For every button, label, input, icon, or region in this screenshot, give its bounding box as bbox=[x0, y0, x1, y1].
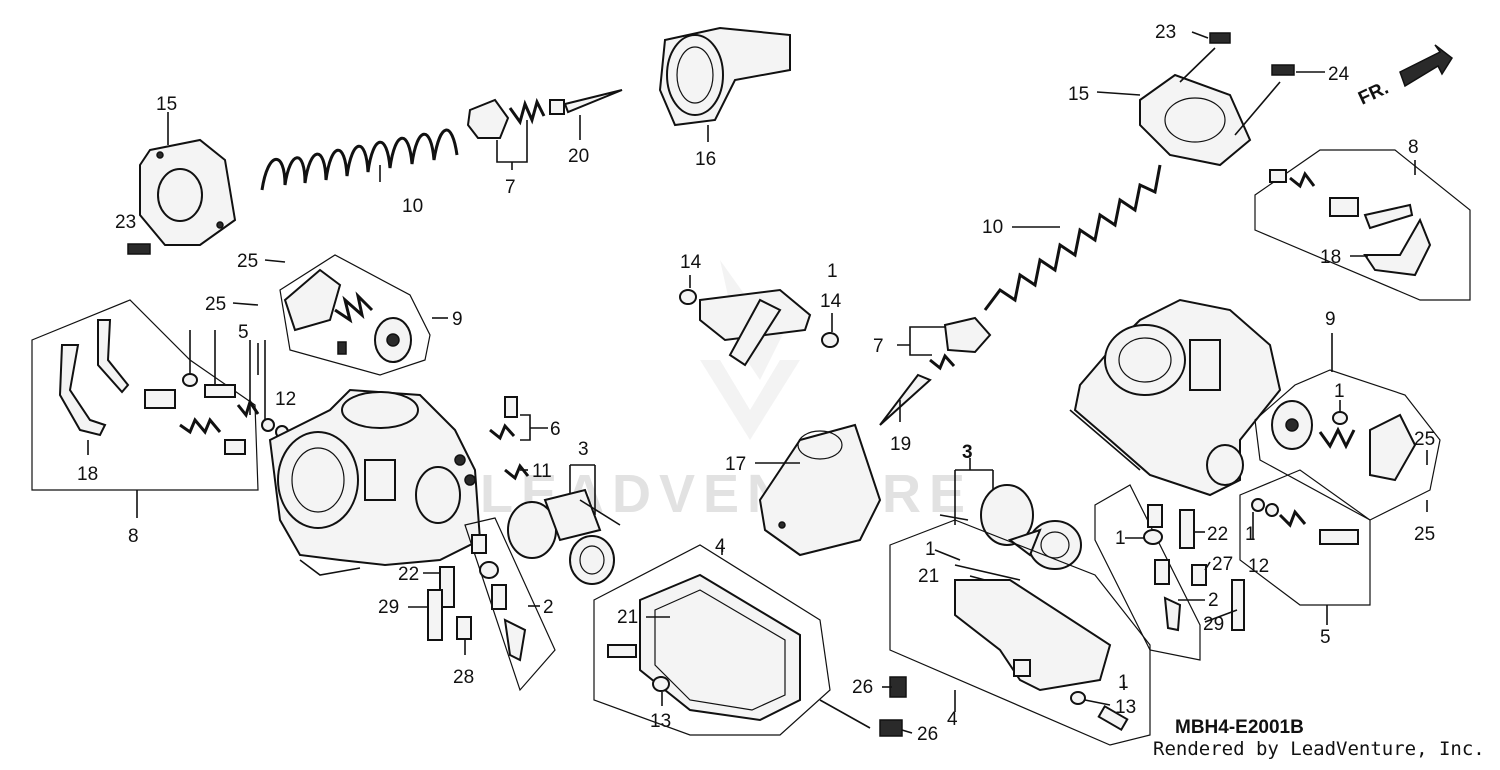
drain-parts-left bbox=[427, 566, 472, 641]
hose-kit-left bbox=[31, 299, 259, 491]
callout: 25 bbox=[1414, 429, 1435, 450]
callout: 5 bbox=[1320, 627, 1331, 648]
float-right bbox=[939, 469, 1082, 570]
callout: 29 bbox=[378, 597, 399, 618]
callout: 19 bbox=[890, 434, 911, 455]
fuel-joint-pipe bbox=[679, 288, 839, 367]
hose-kit-right bbox=[1254, 149, 1471, 301]
callout: 25 bbox=[205, 294, 226, 315]
float-left bbox=[507, 464, 621, 585]
callout: 9 bbox=[1325, 309, 1336, 330]
callout: 14 bbox=[820, 291, 842, 312]
jet-kit-right bbox=[1094, 484, 1201, 661]
callout: 1 bbox=[925, 539, 936, 560]
callout: 22 bbox=[398, 564, 419, 585]
jet-needle-left bbox=[563, 89, 623, 114]
callout: 21 bbox=[918, 566, 939, 587]
callout: 14 bbox=[680, 252, 702, 273]
needle-holder-right bbox=[943, 316, 992, 354]
callout: 15 bbox=[1068, 84, 1089, 105]
spring-right bbox=[983, 164, 1162, 311]
callout: 6 bbox=[550, 419, 561, 440]
callout: 28 bbox=[453, 667, 474, 688]
callout: 1 bbox=[1118, 672, 1129, 693]
float-chamber-left bbox=[593, 544, 831, 736]
callout: 26 bbox=[852, 677, 873, 698]
callout: 22 bbox=[1207, 524, 1228, 545]
credit-line: Rendered by LeadVenture, Inc. bbox=[1153, 738, 1485, 760]
callout: 16 bbox=[695, 149, 716, 170]
callout: 10 bbox=[982, 217, 1003, 238]
callout: 1 bbox=[1115, 528, 1126, 549]
screws-right bbox=[1179, 32, 1295, 136]
drain-parts-right bbox=[1179, 509, 1245, 631]
callout: 1 bbox=[1245, 524, 1256, 545]
callout: 29 bbox=[1203, 614, 1224, 635]
callout: 25 bbox=[237, 251, 258, 272]
callout: 21 bbox=[617, 607, 638, 628]
callout: 1 bbox=[1334, 381, 1345, 402]
float-chamber-right bbox=[889, 519, 1151, 746]
callout: 15 bbox=[156, 94, 177, 115]
callout: 9 bbox=[452, 309, 463, 330]
callout: 5 bbox=[238, 322, 249, 343]
accelerator-pump-left bbox=[279, 254, 431, 376]
callout: 12 bbox=[1248, 556, 1269, 577]
chamber-screws bbox=[819, 676, 907, 737]
carb-top-cover-left bbox=[139, 138, 237, 246]
air-funnel-center bbox=[758, 423, 882, 557]
callout: 26 bbox=[917, 724, 938, 745]
callout: 20 bbox=[568, 146, 589, 167]
callout: 17 bbox=[725, 454, 746, 475]
pilot-screw-left bbox=[182, 330, 289, 439]
callout: 3 bbox=[962, 442, 973, 463]
callout: 10 bbox=[402, 196, 423, 217]
callout: 24 bbox=[1328, 64, 1350, 85]
screw-left bbox=[127, 243, 151, 255]
callout: 23 bbox=[1155, 22, 1176, 43]
callout: 23 bbox=[115, 212, 136, 233]
callout: 8 bbox=[1408, 137, 1419, 158]
callout-labels: 15 23 10 7 20 16 25 25 9 5 12 18 8 6 11 … bbox=[77, 22, 1435, 745]
pilot-screw-right bbox=[1239, 469, 1371, 606]
callout: 12 bbox=[275, 389, 296, 410]
spring-left bbox=[260, 128, 459, 191]
air-funnel-left bbox=[658, 26, 791, 127]
callout: 13 bbox=[1115, 697, 1136, 718]
jet-needle-right bbox=[879, 353, 956, 426]
leader-lines bbox=[87, 31, 1428, 734]
callout: 2 bbox=[1208, 590, 1219, 611]
fr-label: FR. bbox=[1355, 78, 1392, 110]
diagram-code: MBH4-E2001B bbox=[1175, 717, 1304, 738]
float-valve-parts-left bbox=[489, 396, 531, 481]
callout: 27 bbox=[1212, 554, 1233, 575]
accelerator-pump-right bbox=[1254, 369, 1441, 521]
callout: 2 bbox=[543, 597, 554, 618]
callout: 13 bbox=[650, 711, 671, 732]
callout: 7 bbox=[873, 336, 884, 357]
callout: 1 bbox=[827, 261, 838, 282]
callout: 4 bbox=[715, 536, 726, 557]
callout: 7 bbox=[505, 177, 516, 198]
jet-kit-left bbox=[464, 517, 556, 692]
needle-holder-left bbox=[466, 97, 565, 139]
callout: 3 bbox=[578, 439, 589, 460]
callout: 18 bbox=[77, 464, 98, 485]
callout: 11 bbox=[532, 461, 552, 482]
callout: 18 bbox=[1320, 247, 1341, 268]
front-direction-arrow: FR. bbox=[1355, 44, 1453, 110]
callout: 25 bbox=[1414, 524, 1435, 545]
carburetor-body-left bbox=[268, 388, 482, 576]
callout: 8 bbox=[128, 526, 139, 547]
carb-top-cover-right bbox=[1139, 73, 1252, 167]
carburetor-body-right bbox=[1069, 298, 1282, 497]
callout: 4 bbox=[947, 709, 958, 730]
